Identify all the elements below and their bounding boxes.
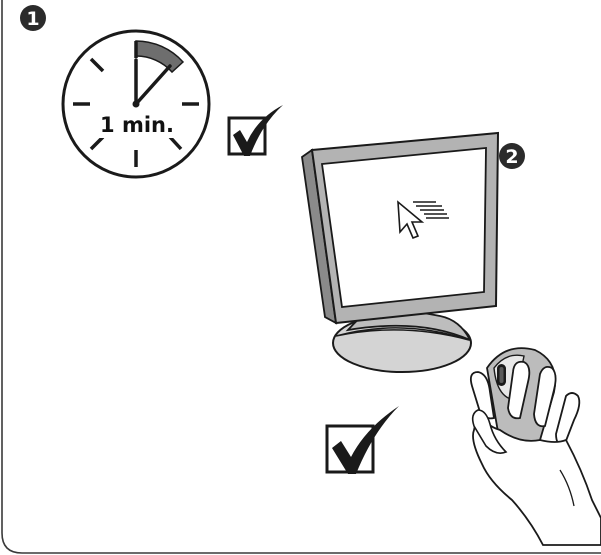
monitor-icon [302, 133, 498, 372]
checkbox-checked-icon [229, 105, 283, 156]
step-badge-2: 2 [499, 143, 525, 169]
timer-label: 1 min. [100, 113, 174, 137]
step-number-2: 2 [505, 146, 518, 168]
hand-icon [471, 348, 601, 545]
checkbox-checked-icon [327, 406, 399, 474]
step-number-1: 1 [26, 8, 39, 30]
step-badge-1: 1 [20, 5, 46, 31]
stopwatch-icon: 1 min. [63, 31, 209, 177]
